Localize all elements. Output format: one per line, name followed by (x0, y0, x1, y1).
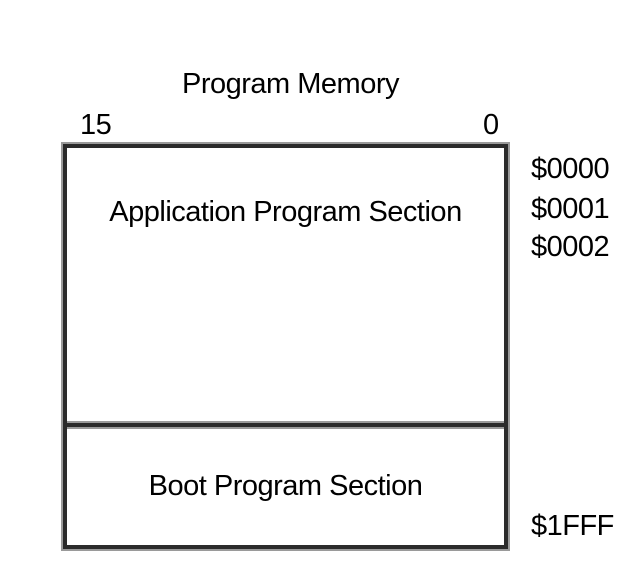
program-memory-block: Application Program Section Boot Program… (63, 144, 508, 549)
application-section-label: Application Program Section (109, 196, 462, 228)
address-label: $0000 (531, 153, 610, 185)
section-divider (67, 423, 504, 427)
boot-program-section: Boot Program Section (67, 427, 504, 545)
address-label: $0001 (531, 193, 610, 225)
boot-section-label: Boot Program Section (148, 470, 423, 502)
address-label: $0002 (531, 231, 610, 263)
address-label: $1FFF (531, 510, 614, 542)
bit-high-label: 15 (80, 109, 112, 141)
diagram-title: Program Memory (182, 68, 400, 100)
bit-low-label: 0 (483, 109, 499, 141)
application-program-section: Application Program Section (67, 148, 504, 423)
